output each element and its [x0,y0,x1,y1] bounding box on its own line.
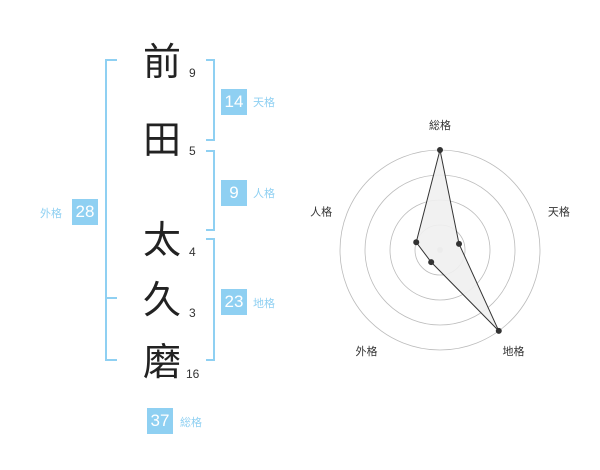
stroke-count-5: 16 [186,367,200,381]
soukaku-label: 総格 [180,416,202,429]
stroke-count-2: 5 [189,144,196,158]
radar-point-1 [456,240,463,247]
radar-point-3 [428,259,435,266]
jinkaku-value: 9 [221,180,247,206]
chikaku-label: 地格 [253,297,275,310]
tenkaku-value: 14 [221,89,247,115]
stroke-count-1: 9 [189,66,196,80]
soukaku-value: 37 [147,408,173,434]
radar-axis-label-2: 地格 [502,344,524,358]
jinkaku-bracket [206,150,215,231]
name-char-3: 太 [142,218,181,262]
tenkaku-label: 天格 [253,96,275,109]
name-char-2: 田 [142,118,181,162]
jinkaku-label: 人格 [253,187,275,200]
radar-axis-label-0: 総格 [429,118,451,132]
name-char-4: 久 [142,278,181,322]
name-char-1: 前 [142,40,181,84]
gaikaku-bracket [105,59,117,361]
stroke-count-4: 3 [189,306,196,320]
chikaku-bracket [206,238,215,361]
stroke-count-3: 4 [189,245,196,259]
radar-axis-label-3: 外格 [356,344,378,358]
radar-points [413,147,502,334]
radar-point-2 [495,327,502,334]
chikaku-value: 23 [221,289,247,315]
name-char-5: 磨 [142,340,181,384]
radar-axis-label-4: 人格 [310,204,332,218]
radar-axis-label-1: 天格 [548,204,570,218]
gaikaku-value: 28 [72,199,98,225]
gaikaku-label: 外格 [40,207,62,220]
radar-area [415,149,500,332]
tenkaku-bracket [206,59,215,141]
radar-point-0 [437,147,443,153]
radar-point-4 [413,239,420,246]
